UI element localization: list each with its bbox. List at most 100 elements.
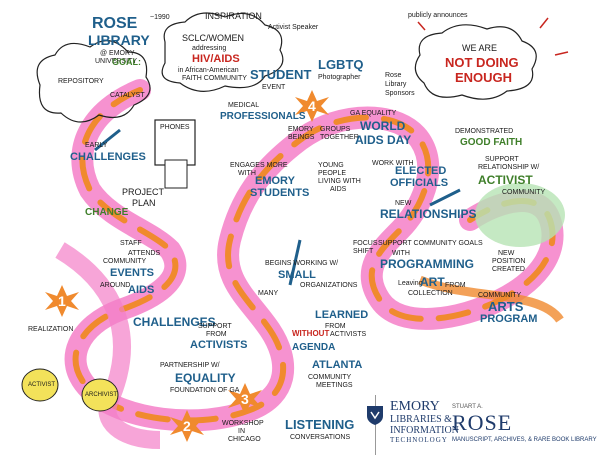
- emory-logo-line4: TECHNOLOGY: [390, 436, 448, 444]
- activist-speaker: Activist Speaker: [268, 24, 319, 31]
- good-faith-line2: GOOD FAITH: [460, 137, 523, 148]
- title-line2: LIBRARY: [88, 32, 150, 48]
- staff-line5: AROUND: [100, 282, 131, 289]
- rose-logo-big: ROSE: [452, 410, 513, 435]
- inspiration-org2: addressing: [192, 45, 227, 52]
- work-with: WORK WITH: [372, 160, 414, 167]
- star-1: [45, 285, 79, 317]
- star-3: [228, 383, 262, 415]
- engages-line3: EMORY: [255, 175, 295, 187]
- title-line4: UNIVERSITY: [95, 58, 138, 65]
- sponsors-line2: Library: [385, 81, 407, 88]
- prog-line3: PROGRAMMING: [380, 257, 474, 271]
- listening-line2: CONVERSATIONS: [290, 434, 351, 441]
- begins-line3: ORGANIZATIONS: [300, 282, 358, 289]
- step-4: 4: [308, 98, 316, 114]
- beings-line2: BEINGS: [288, 134, 315, 141]
- focus-line1: FOCUS: [353, 240, 378, 247]
- nde-line1: WE ARE: [462, 43, 498, 53]
- learned-line2: FROM: [325, 323, 346, 330]
- rose-logo-sub: MANUSCRIPT, ARCHIVES, & RARE BOOK LIBRAR…: [452, 437, 597, 443]
- young-line1: YOUNG: [318, 162, 344, 169]
- step-3: 3: [241, 391, 249, 407]
- inspiration-label: INSPIRATION: [205, 11, 262, 21]
- goal-item1: REPOSITORY: [58, 78, 104, 85]
- staff-line6: AIDS: [128, 284, 155, 296]
- begins-line1: BEGINS WORKING W/: [265, 260, 339, 267]
- lgbtq-sub: Photographer: [318, 74, 361, 81]
- arts-line2: ARTS: [488, 299, 524, 314]
- inspiration-year: ~1990: [150, 14, 170, 21]
- ac-line3: ACTIVIST: [478, 173, 533, 187]
- many-label: MANY: [258, 290, 279, 297]
- workshop-line3: CHICAGO: [228, 436, 261, 443]
- exclamation-lines: [417, 17, 569, 56]
- staff-line3: COMMUNITY: [103, 258, 147, 265]
- wad-line1: GA EQUALITY: [350, 110, 397, 117]
- ac-line4: COMMUNITY: [502, 189, 546, 196]
- inspiration-org4: FAITH COMMUNITY: [182, 75, 247, 82]
- sfa-line3: ACTIVISTS: [190, 339, 248, 351]
- staff-line2: ATTENDS: [128, 250, 161, 257]
- inspiration-highlight: HIV/AIDS: [192, 53, 240, 65]
- goal-label: GOAL:: [112, 57, 141, 67]
- sponsors-line1: Rose: [385, 72, 402, 79]
- activist-head: [21, 368, 59, 402]
- partnership-line2: EQUALITY: [175, 371, 236, 385]
- emory-shield-icon: [367, 406, 383, 425]
- sfa-line1: SUPPORT: [198, 323, 232, 330]
- star-4: [295, 90, 329, 122]
- young-line4: AIDS: [330, 186, 347, 193]
- goal-cloud: [36, 40, 151, 123]
- student-sub: EVENT: [262, 84, 286, 91]
- prog-line1: SUPPORT COMMUNITY GOALS: [378, 240, 483, 247]
- sfa-line2: FROM: [206, 331, 227, 338]
- orange-flourish: [418, 275, 564, 323]
- begins-line2: SMALL: [278, 269, 316, 281]
- logo-divider: [375, 395, 376, 455]
- wad-line3: AIDS DAY: [355, 133, 412, 147]
- activist-bubble: ACTIVIST: [28, 382, 56, 388]
- young-line2: PEOPLE: [318, 170, 347, 177]
- staff-line1: STAFF: [120, 240, 142, 247]
- workshop-line1: WORKSHOP: [222, 420, 264, 427]
- partnership-line1: PARTNERSHIP W/: [160, 362, 220, 369]
- mint-blob: [475, 183, 565, 247]
- ac-line2: RELATIONSHIP W/: [478, 164, 540, 171]
- engages-line4: STUDENTS: [250, 187, 310, 199]
- early-line1: EARLY: [85, 142, 108, 149]
- title-line3: @ EMORY: [100, 50, 135, 57]
- inspiration-cloud: [161, 12, 284, 92]
- leaving-line1: Leaving: [398, 280, 423, 287]
- early-line2: CHALLENGES: [70, 151, 146, 163]
- goal-item2: CATALYST: [110, 92, 145, 99]
- star-2: [170, 410, 204, 442]
- newrel-line2: RELATIONSHIPS: [380, 207, 477, 221]
- challenges-label: CHALLENGES: [133, 315, 216, 329]
- ac-line1: SUPPORT: [485, 156, 519, 163]
- blue-arrows: [94, 128, 461, 286]
- beings-line1: EMORY: [288, 126, 314, 133]
- arts-line1: COMMUNITY: [478, 292, 522, 299]
- learned-line1: LEARNED: [315, 309, 369, 321]
- student-label: STUDENT: [250, 67, 312, 82]
- archivist-bubble: ARCHIVIST: [85, 392, 118, 398]
- workshop-line2: IN: [238, 428, 245, 435]
- medical-line2: PROFESSIONALS: [220, 111, 306, 122]
- phones-label: PHONES: [160, 124, 190, 131]
- plan-easel: [164, 159, 188, 189]
- project-plan-line2: PLAN: [132, 198, 156, 208]
- atlanta-line3: MEETINGS: [316, 382, 353, 389]
- step-1: 1: [58, 293, 66, 309]
- newpos-line3: CREATED: [492, 266, 525, 273]
- change-label: CHANGE: [85, 207, 129, 218]
- without-label: WITHOUT: [292, 329, 330, 338]
- rose-logo-small: STUART A.: [452, 404, 483, 410]
- atlanta-line2: COMMUNITY: [308, 374, 352, 381]
- prog-line2: WITH: [392, 250, 410, 257]
- arts-line3: PROGRAM: [480, 313, 538, 325]
- atlanta-line1: ATLANTA: [312, 359, 363, 371]
- newrel-line1: NEW: [395, 200, 412, 207]
